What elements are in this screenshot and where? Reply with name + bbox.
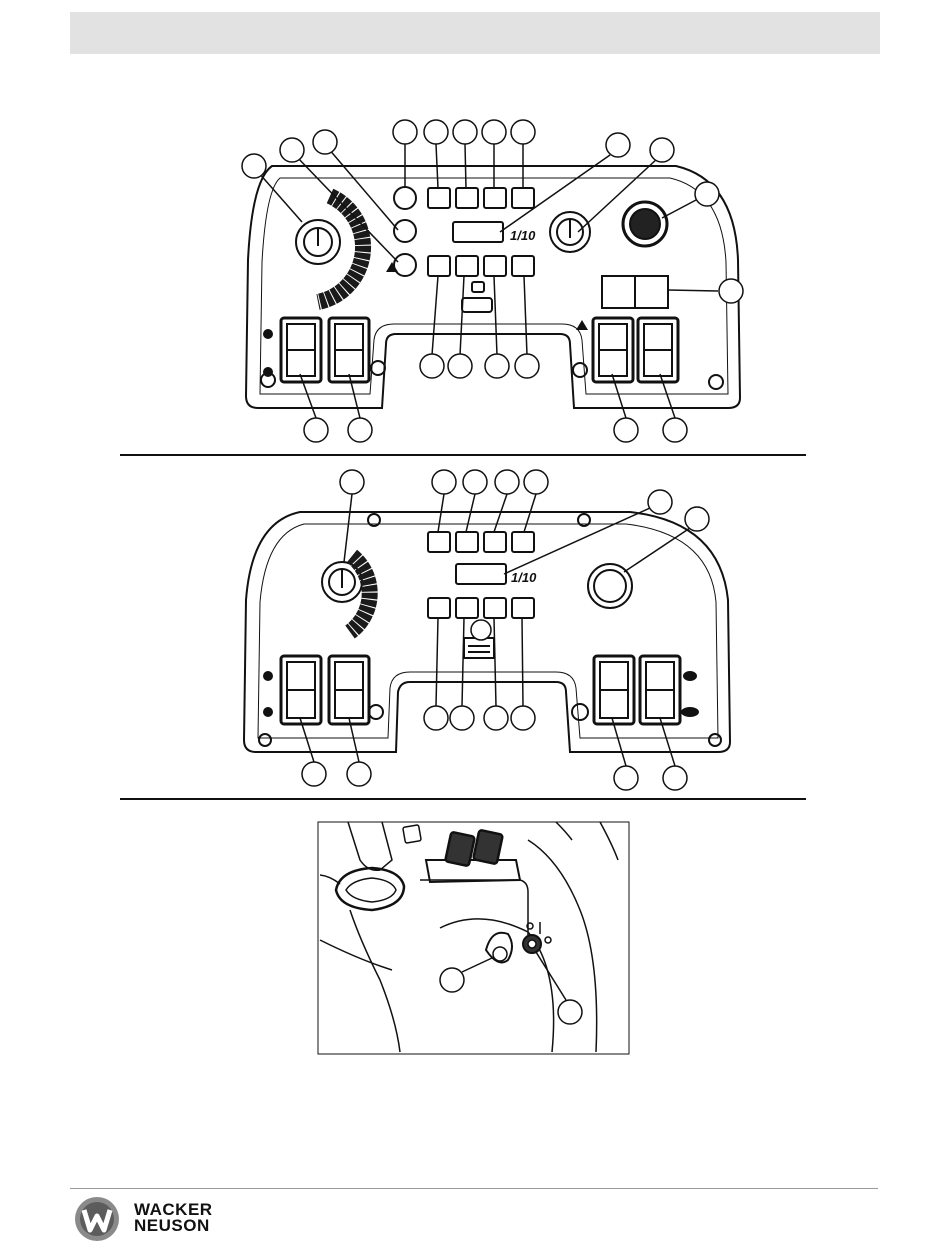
panel-a-indicator-battery: [512, 256, 534, 276]
no-vibration-icon: [371, 361, 385, 375]
detail-rocker-switch-1: [445, 832, 475, 866]
callout-marker: [663, 766, 687, 790]
callout-marker: [450, 706, 474, 730]
warning-triangle-icon: [386, 262, 398, 272]
callout-marker: [485, 354, 509, 378]
callout-marker: [448, 354, 472, 378]
callout-marker: [471, 620, 491, 640]
panel-a-dial-arc: [318, 196, 363, 302]
callout-marker: [614, 418, 638, 442]
roller-icon: [263, 707, 273, 717]
panel-a-indicator-filter: [484, 188, 506, 208]
panel-a-hour-display: [453, 222, 503, 242]
callout-marker: [511, 706, 535, 730]
callout-marker: [495, 470, 519, 494]
divider-rule-1: [120, 454, 806, 456]
callout-marker: [420, 354, 444, 378]
roller-icon: [263, 329, 273, 339]
callout-marker: [558, 1000, 582, 1024]
panel-a-indicator-fuel: [456, 188, 478, 208]
detail-drawing-c: [0, 820, 950, 1080]
panel-b-indicator-filter: [484, 532, 506, 552]
callout-marker: [340, 470, 364, 494]
panel-b-display-suffix: 1/10: [511, 570, 537, 585]
panel-b-dial-arc: [350, 556, 370, 632]
callout-marker: [424, 120, 448, 144]
panel-a-display-suffix: 1/10: [510, 228, 536, 243]
callout-marker: [348, 418, 372, 442]
roller-icon: [263, 367, 273, 377]
callout-marker: [650, 138, 674, 162]
brand-wordmark: WACKER NEUSON: [134, 1202, 213, 1234]
detail-rocker-switch-2: [473, 830, 503, 864]
callout-marker: [482, 120, 506, 144]
panel-b-indicator-glow: [428, 532, 450, 552]
panel-b-indicator-oil: [428, 598, 450, 618]
callout-marker: [663, 418, 687, 442]
panel-a-round-button-2: [394, 220, 416, 242]
panel-b-indicator-parking: [484, 598, 506, 618]
callout-marker: [648, 490, 672, 514]
callout-marker: [606, 133, 630, 157]
callout-marker: [347, 762, 371, 786]
callout-marker: [685, 507, 709, 531]
control-panel-a: 1/10: [0, 0, 950, 460]
callout-marker: [484, 706, 508, 730]
brand-line-2: NEUSON: [134, 1218, 213, 1234]
panel-a-indicator-glow: [428, 188, 450, 208]
panel-b-indicator-battery: [512, 598, 534, 618]
panel-b-indicator-hydraulic: [512, 532, 534, 552]
callout-marker: [280, 138, 304, 162]
callout-marker: [302, 762, 326, 786]
panel-b-indicator-fuel: [456, 532, 478, 552]
callout-marker: [304, 418, 328, 442]
panel-a-indicator-oil: [428, 256, 450, 276]
callout-marker: [432, 470, 456, 494]
turtle-icon: [681, 707, 699, 717]
wacker-neuson-w-logo-icon: [72, 1196, 122, 1242]
callout-marker: [453, 120, 477, 144]
callout-marker: [511, 120, 535, 144]
callout-marker: [440, 968, 464, 992]
no-vibration-icon: [369, 705, 383, 719]
panel-a-indicator-hydraulic: [512, 188, 534, 208]
callout-marker: [515, 354, 539, 378]
callout-marker: [313, 130, 337, 154]
panel-b-indicator-temp: [456, 598, 478, 618]
callout-marker: [695, 182, 719, 206]
callout-marker: [463, 470, 487, 494]
panel-a-round-button-1: [394, 187, 416, 209]
panel-a-indicator-temp: [456, 256, 478, 276]
callout-marker: [393, 120, 417, 144]
callout-marker: [524, 470, 548, 494]
roller-icon: [263, 671, 273, 681]
panel-b-hour-display: [456, 564, 506, 584]
warning-triangle-icon: [576, 320, 588, 330]
callout-marker: [614, 766, 638, 790]
footer-rule: [70, 1188, 878, 1189]
panel-a-round-button-3: [394, 254, 416, 276]
no-lighting-icon: [572, 704, 588, 720]
hazard-icon: [573, 363, 587, 377]
divider-rule-2: [120, 798, 806, 800]
callout-marker: [719, 279, 743, 303]
rabbit-icon: [683, 671, 697, 681]
callout-marker: [424, 706, 448, 730]
callout-marker: [242, 154, 266, 178]
panel-a-indicator-parking: [484, 256, 506, 276]
